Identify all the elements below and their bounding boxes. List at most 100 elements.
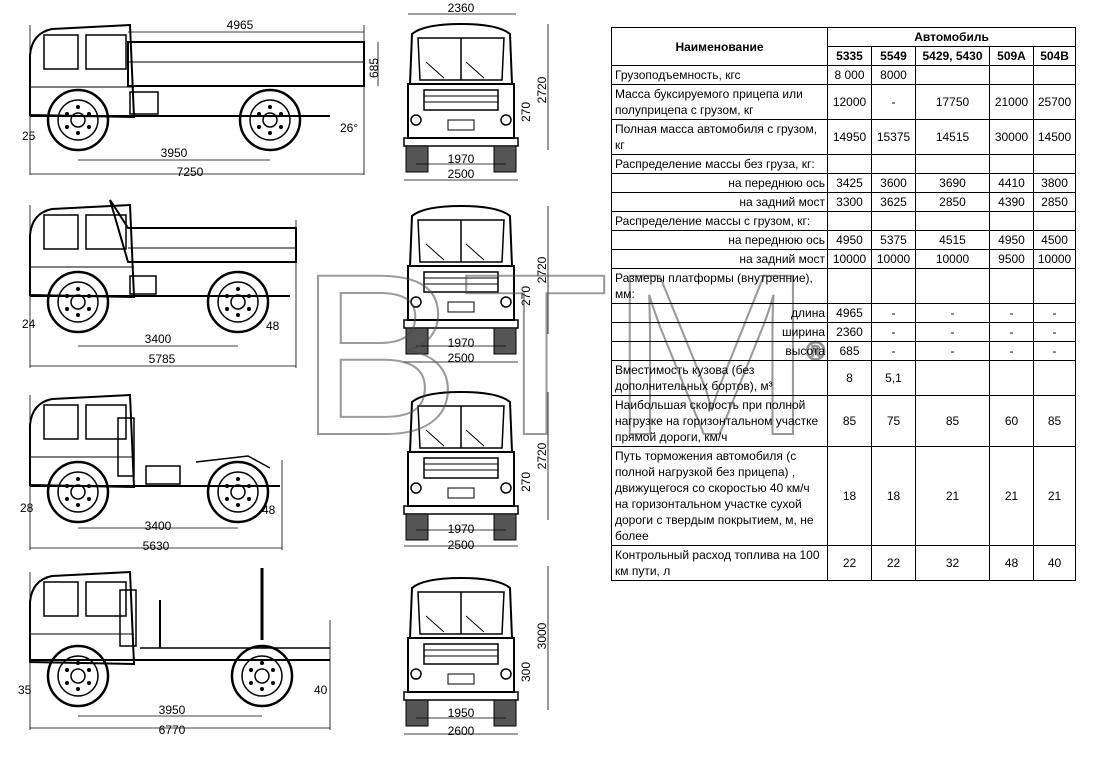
table-row: Контрольный расход топлива на 100 км пут… (611, 545, 1077, 581)
dimension-label: 2720 (535, 76, 549, 103)
table-cell: 18 (871, 446, 916, 546)
table-cell: 21000 (989, 84, 1034, 120)
table-cell: 32 (915, 545, 990, 581)
row-label: на задний мост (611, 249, 828, 269)
truck-side-view-3: 28 48 3400 5630 (20, 394, 283, 553)
table-cell: 40 (1032, 545, 1077, 581)
table-cell: 85 (915, 395, 990, 447)
dimension-label: 6770 (159, 723, 186, 737)
table-cell: 10000 (915, 249, 990, 269)
table-cell: - (915, 341, 990, 361)
table-cell: - (989, 322, 1034, 342)
table-cell: 15375 (871, 119, 916, 155)
table-cell: - (1032, 303, 1077, 323)
dimension-label: 5630 (143, 539, 170, 553)
table-cell (989, 268, 1034, 304)
table-cell: 17750 (915, 84, 990, 120)
table-cell: 8000 (871, 65, 916, 85)
dimension-label: 4965 (227, 18, 254, 32)
front-view-2: 270 2720 1970 2500 (403, 205, 549, 365)
dimension-label: 2600 (448, 724, 475, 738)
front-view-3: 270 2720 1970 2500 (403, 391, 549, 552)
table-cell: 10000 (1032, 249, 1077, 269)
row-label: Путь торможения автомобиля (с полной наг… (611, 446, 828, 546)
table-cell: 75 (871, 395, 916, 447)
table-row: Масса буксируемого прицепа или полуприце… (611, 84, 1077, 120)
angle-label: 35 (18, 683, 32, 697)
row-label: ширина (611, 322, 828, 342)
table-row: Путь торможения автомобиля (с полной наг… (611, 446, 1077, 546)
table-cell: - (871, 84, 916, 120)
table-cell: 4515 (915, 230, 990, 250)
table-cell: 3800 (1032, 173, 1077, 193)
dimension-label: 2360 (448, 1, 475, 15)
model-header: 504В (1032, 46, 1077, 66)
table-cell: - (989, 341, 1034, 361)
table-cell: 30000 (989, 119, 1034, 155)
table-cell: 4950 (989, 230, 1034, 250)
table-cell: 10000 (871, 249, 916, 269)
table-cell: - (1032, 322, 1077, 342)
angle-label: 26° (340, 121, 358, 135)
table-cell: - (915, 303, 990, 323)
row-label: высота (611, 341, 828, 361)
dimension-label: 1970 (448, 522, 475, 536)
table-cell: 2850 (1032, 192, 1077, 212)
table-cell: 4500 (1032, 230, 1077, 250)
table-cell (989, 65, 1034, 85)
row-label: Вместимость кузова (без дополнительных б… (611, 360, 828, 396)
table-row: Размеры платформы (внутренние), мм: (611, 268, 1077, 304)
table-row: Вместимость кузова (без дополнительных б… (611, 360, 1077, 396)
dimension-label: 300 (519, 662, 533, 682)
table-cell: 5375 (871, 230, 916, 250)
table-cell: 3625 (871, 192, 916, 212)
table-cell (915, 211, 990, 231)
table-cell (827, 154, 872, 174)
table-cell: 9500 (989, 249, 1034, 269)
table-cell (989, 211, 1034, 231)
table-cell: 12000 (827, 84, 872, 120)
table-row: Распределение массы без груза, кг: (611, 154, 1077, 174)
row-label: на переднюю ось (611, 230, 828, 250)
table-cell (915, 268, 990, 304)
angle-label: 48 (266, 319, 280, 333)
table-cell: 21 (989, 446, 1034, 546)
table-row: Распределение массы с грузом, кг: (611, 211, 1077, 231)
row-label: Контрольный расход топлива на 100 км пут… (611, 545, 828, 581)
table-cell: 14500 (1032, 119, 1077, 155)
dimension-label: 2720 (535, 256, 549, 283)
table-cell: 2850 (915, 192, 990, 212)
table-cell (1032, 154, 1077, 174)
dimension-label: 270 (519, 102, 533, 122)
table-cell (989, 154, 1034, 174)
dimension-label: 1970 (448, 336, 475, 350)
dimension-label: 1970 (448, 152, 475, 166)
table-cell: 4410 (989, 173, 1034, 193)
vehicle-group-header: Автомобиль (826, 27, 1077, 47)
table-cell: 14515 (915, 119, 990, 155)
model-header: 5335 (827, 46, 872, 66)
row-label: на переднюю ось (611, 173, 828, 193)
angle-label: 25 (22, 129, 36, 143)
row-label: Полная масса автомобиля с грузом, кг (611, 119, 828, 155)
dimension-label: 2720 (535, 442, 549, 469)
table-cell: - (871, 341, 916, 361)
table-cell (1032, 211, 1077, 231)
front-view-4: 300 3000 1950 2600 (403, 566, 549, 738)
table-cell: 85 (1032, 395, 1077, 447)
table-row: Наибольшая скорость при полной нагрузке … (611, 395, 1077, 447)
table-header-row: Наименование Автомобиль (611, 27, 1077, 66)
dimension-label: 3950 (161, 146, 188, 160)
table-cell: 60 (989, 395, 1034, 447)
table-cell (871, 154, 916, 174)
table-cell: 4390 (989, 192, 1034, 212)
dimension-label: 3400 (145, 332, 172, 346)
table-cell: 85 (827, 395, 872, 447)
truck-side-view-2: 24 48 3400 5785 (22, 199, 297, 368)
angle-label: 28 (20, 501, 34, 515)
